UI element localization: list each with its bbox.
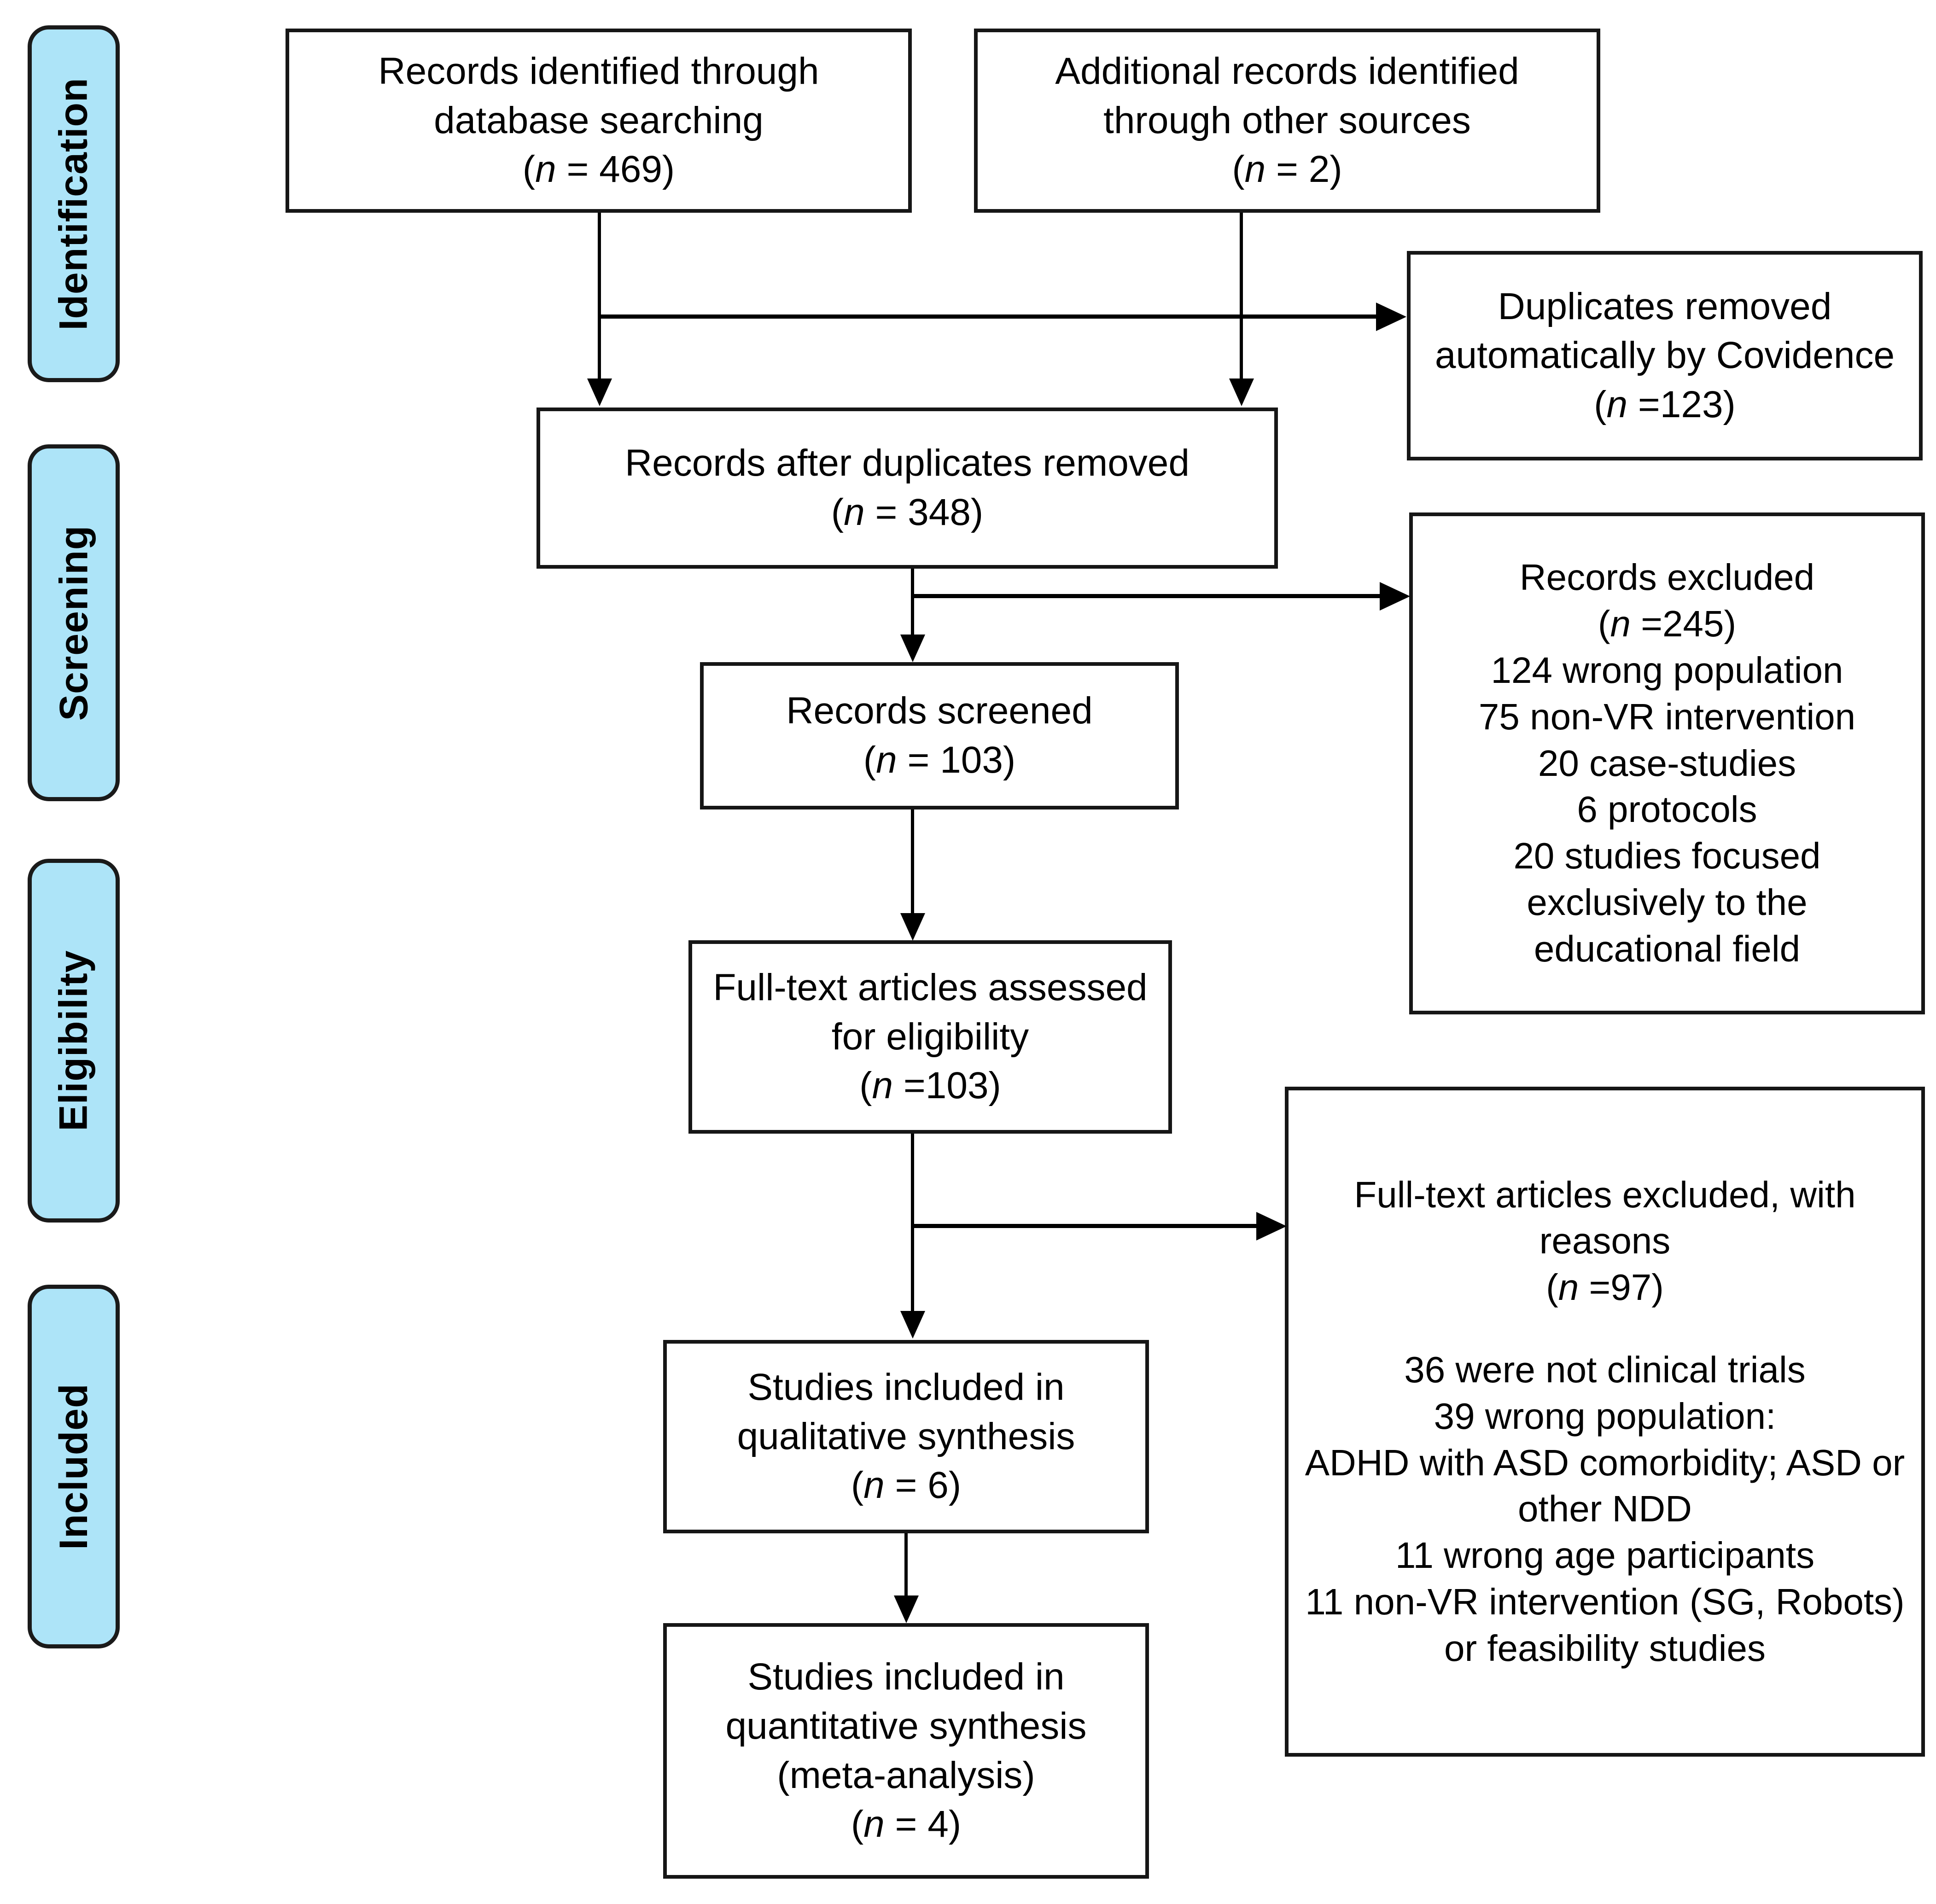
arrowhead-db-to-afterdup bbox=[587, 378, 612, 406]
box-exc-reason-2: 75 non-VR intervention bbox=[1478, 696, 1856, 737]
box-exc-count: (n =245) bbox=[1598, 603, 1737, 645]
box-dup-count: (n =123) bbox=[1594, 383, 1736, 425]
connector-other-to-afterdup bbox=[1240, 213, 1243, 381]
box-other-line2: through other sources bbox=[1103, 99, 1471, 141]
box-exc-line1: Records excluded bbox=[1519, 557, 1815, 598]
box-db-line1: Records identified through bbox=[378, 50, 819, 93]
box-ftexc-reason-3: ADHD with ASD comorbidity; ASD or bbox=[1305, 1442, 1905, 1483]
box-exc-reason-1: 124 wrong population bbox=[1491, 650, 1843, 691]
connector-to-records-excluded bbox=[912, 594, 1381, 598]
box-quant-line1: Studies included in bbox=[747, 1656, 1065, 1698]
box-exc-reason-4: 6 protocols bbox=[1577, 789, 1757, 830]
arrowhead-afterdup-to-screened bbox=[900, 635, 925, 662]
box-exc-reason-7: educational field bbox=[1534, 928, 1801, 969]
stage-tab-included: Included bbox=[28, 1285, 120, 1648]
stage-tab-identification: Identification bbox=[28, 25, 120, 382]
box-qual-line2: qualitative synthesis bbox=[737, 1415, 1075, 1457]
arrowhead-screened-to-assessed bbox=[900, 913, 925, 941]
stage-tab-screening: Screening bbox=[28, 444, 120, 801]
box-qual-line1: Studies included in bbox=[747, 1366, 1065, 1409]
stage-tab-eligibility-label: Eligibility bbox=[52, 950, 96, 1131]
box-ftexc-reason-7: or feasibility studies bbox=[1444, 1627, 1766, 1669]
arrowhead-to-duplicates-removed bbox=[1376, 303, 1406, 331]
arrowhead-to-fulltext-excluded bbox=[1256, 1212, 1287, 1240]
box-records-excluded: Records excluded (n =245) 124 wrong popu… bbox=[1409, 512, 1925, 1014]
connector-to-fulltext-excluded bbox=[912, 1224, 1257, 1228]
connector-db-to-afterdup bbox=[598, 213, 601, 381]
connector-to-duplicates-removed bbox=[599, 314, 1377, 319]
connector-afterdup-to-screened bbox=[911, 569, 914, 637]
box-fulltext-excluded: Full-text articles excluded, with reason… bbox=[1285, 1087, 1925, 1757]
box-afterdup-count: (n = 348) bbox=[831, 491, 984, 533]
box-ftexc-reason-2: 39 wrong population: bbox=[1434, 1395, 1776, 1437]
stage-tab-identification-label: Identification bbox=[52, 77, 96, 331]
box-dup-line1: Duplicates removed bbox=[1498, 285, 1832, 327]
box-exc-reason-5: 20 studies focused bbox=[1513, 835, 1821, 877]
box-ftexc-line2: reasons bbox=[1539, 1220, 1671, 1262]
box-db-count: (n = 469) bbox=[522, 148, 675, 191]
box-quantitative-synthesis: Studies included in quantitative synthes… bbox=[663, 1623, 1149, 1879]
connector-screened-to-assessed bbox=[911, 809, 914, 915]
box-screened-line1: Records screened bbox=[786, 690, 1093, 732]
box-ftexc-reason-6: 11 non-VR intervention (SG, Robots) bbox=[1305, 1581, 1905, 1622]
box-duplicates-removed: Duplicates removed automatically by Covi… bbox=[1407, 251, 1923, 460]
box-exc-reason-3: 20 case-studies bbox=[1538, 742, 1796, 784]
box-records-after-duplicates: Records after duplicates removed (n = 34… bbox=[536, 408, 1278, 569]
box-ftexc-count: (n =97) bbox=[1546, 1267, 1664, 1308]
box-fulltext-assessed: Full-text articles assessed for eligibil… bbox=[688, 940, 1172, 1134]
arrowhead-to-records-excluded bbox=[1380, 582, 1410, 611]
stage-tab-screening-label: Screening bbox=[52, 525, 96, 721]
box-dup-line2: automatically by Covidence bbox=[1435, 334, 1895, 377]
arrowhead-qualitative-to-quantitative bbox=[894, 1595, 919, 1623]
stage-tab-eligibility: Eligibility bbox=[28, 859, 120, 1223]
box-quant-line2: quantitative synthesis bbox=[725, 1705, 1087, 1747]
box-ftexc-reason-5: 11 wrong age participants bbox=[1395, 1535, 1815, 1576]
connector-assessed-to-qualitative bbox=[911, 1134, 914, 1313]
box-other-count: (n = 2) bbox=[1232, 148, 1342, 191]
arrowhead-other-to-afterdup bbox=[1229, 378, 1254, 406]
box-records-identified-database: Records identified through database sear… bbox=[286, 29, 912, 213]
box-ftexc-reason-4: other NDD bbox=[1518, 1488, 1692, 1530]
arrowhead-assessed-to-qualitative bbox=[900, 1311, 925, 1339]
box-qual-count: (n = 6) bbox=[851, 1464, 962, 1507]
box-screened-count: (n = 103) bbox=[863, 739, 1016, 781]
connector-qualitative-to-quantitative bbox=[904, 1533, 908, 1598]
box-ftexc-line1: Full-text articles excluded, with bbox=[1354, 1174, 1856, 1215]
box-records-screened: Records screened (n = 103) bbox=[700, 662, 1179, 809]
box-quant-count: (n = 4) bbox=[851, 1803, 962, 1846]
box-quant-line3: (meta-analysis) bbox=[777, 1754, 1035, 1796]
box-records-identified-other: Additional records identified through ot… bbox=[974, 29, 1600, 213]
box-exc-reason-6: exclusively to the bbox=[1527, 881, 1808, 923]
box-assessed-count: (n =103) bbox=[859, 1065, 1001, 1107]
box-ftexc-reason-1: 36 were not clinical trials bbox=[1404, 1349, 1806, 1390]
box-afterdup-line1: Records after duplicates removed bbox=[624, 442, 1190, 484]
box-db-line2: database searching bbox=[434, 99, 764, 141]
box-other-line1: Additional records identified bbox=[1055, 50, 1519, 93]
box-assessed-line1: Full-text articles assessed bbox=[713, 967, 1148, 1009]
box-qualitative-synthesis: Studies included in qualitative synthesi… bbox=[663, 1340, 1149, 1533]
box-assessed-line2: for eligibility bbox=[831, 1015, 1029, 1058]
stage-tab-included-label: Included bbox=[52, 1383, 96, 1550]
